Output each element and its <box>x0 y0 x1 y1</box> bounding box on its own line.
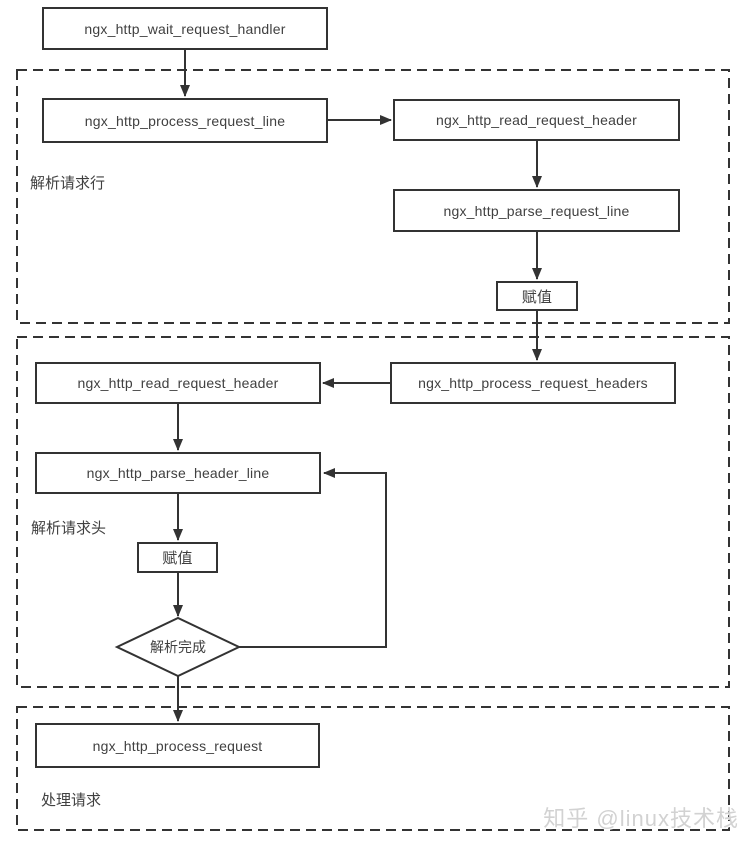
node-parse-request-line: ngx_http_parse_request_line <box>393 189 680 232</box>
watermark-zhihu: 知乎 @linux技术栈 <box>543 806 739 831</box>
node-read-request-header-mid: ngx_http_read_request_header <box>35 362 321 404</box>
arrow-decision-loop-to-parse-header <box>239 468 387 648</box>
region-label-process-request: 处理请求 <box>41 792 102 809</box>
region-process-request <box>16 706 730 831</box>
decision-parse-complete-shape <box>114 616 242 678</box>
node-process-request: ngx_http_process_request <box>35 723 320 768</box>
region-parse-request-line <box>16 69 730 324</box>
node-assign-top: 赋值 <box>496 281 578 311</box>
region-label-parse-request-line: 解析请求行 <box>30 175 106 192</box>
decision-parse-complete-label: 解析完成 <box>150 639 206 655</box>
region-label-parse-request-header: 解析请求头 <box>31 520 107 537</box>
node-process-request-line: ngx_http_process_request_line <box>42 98 328 143</box>
node-parse-header-line: ngx_http_parse_header_line <box>35 452 321 494</box>
region-parse-request-header <box>16 336 730 688</box>
node-wait-request-handler: ngx_http_wait_request_handler <box>42 7 328 50</box>
node-process-request-headers: ngx_http_process_request_headers <box>390 362 676 404</box>
node-read-request-header-top: ngx_http_read_request_header <box>393 99 680 141</box>
node-assign-mid: 赋值 <box>137 542 218 573</box>
